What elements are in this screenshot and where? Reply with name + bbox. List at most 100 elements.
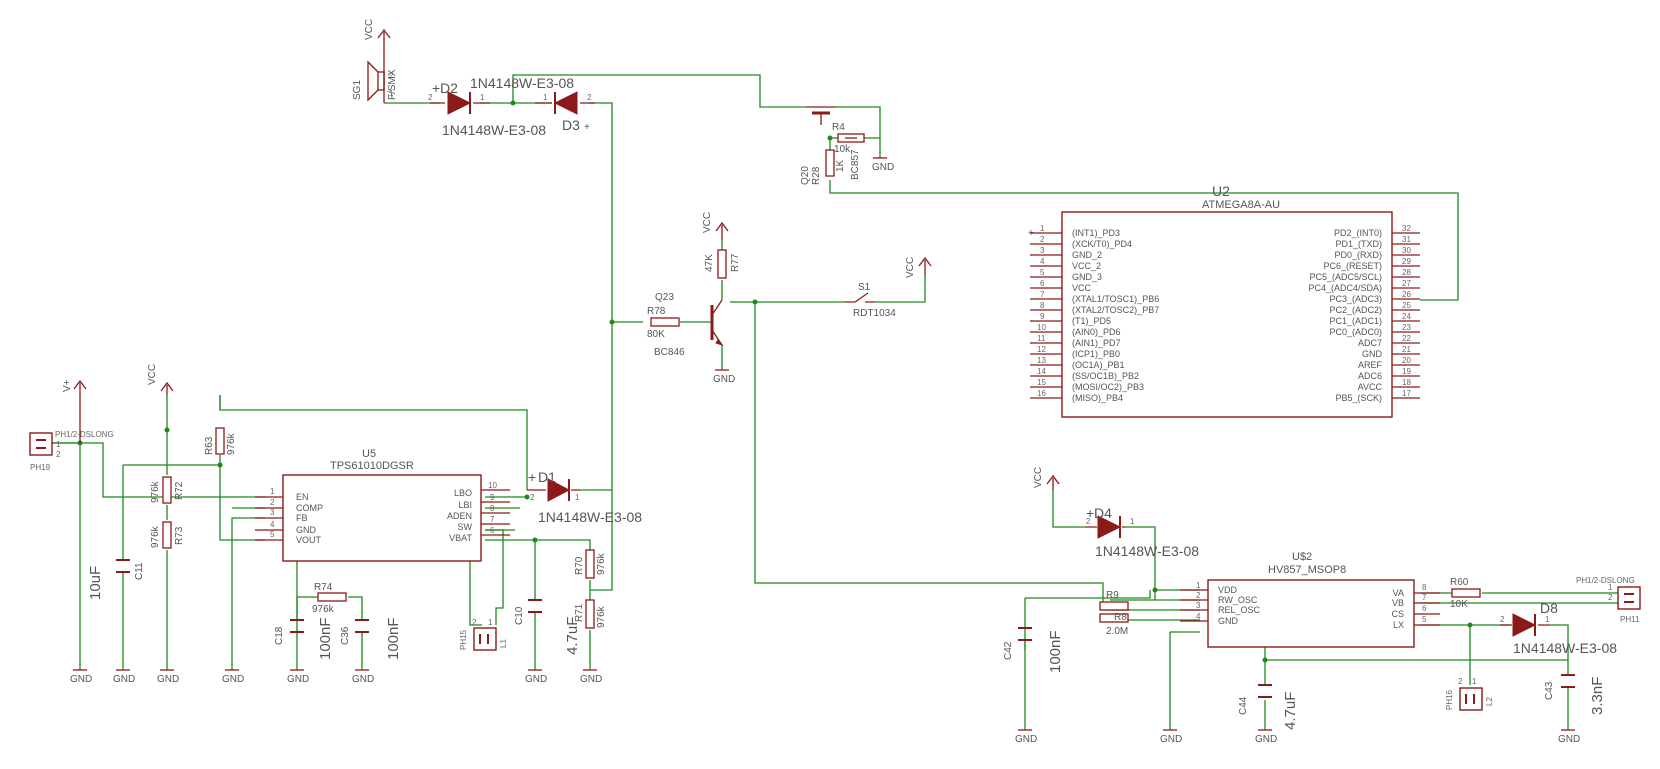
vcc-label-d4: VCC xyxy=(1033,467,1044,488)
resistor-r77: 47K R77 xyxy=(704,249,741,279)
svg-text:30: 30 xyxy=(1402,246,1411,255)
svg-text:FB: FB xyxy=(296,513,308,523)
svg-text:7: 7 xyxy=(1040,290,1045,299)
ic-us2: U$2 HV857_MSOP8 VDD RW_OSC REL_OSC GND V… xyxy=(1180,551,1440,648)
r70-value: 976k xyxy=(596,552,607,575)
svg-text:+: + xyxy=(584,122,590,133)
r78-value: 80K xyxy=(647,329,665,340)
svg-text:14: 14 xyxy=(1037,367,1046,376)
r74-value: 976k xyxy=(312,604,335,615)
wires xyxy=(50,74,1618,730)
svg-text:2: 2 xyxy=(56,450,61,459)
vcc-label-s1: VCC xyxy=(905,257,916,278)
r9-name: R9 xyxy=(1106,590,1119,601)
svg-text:5: 5 xyxy=(1422,615,1427,624)
d2-name: D2 xyxy=(440,80,458,96)
svg-text:11: 11 xyxy=(1037,334,1046,343)
svg-text:2: 2 xyxy=(1458,677,1463,686)
d3-name: D3 xyxy=(562,117,580,133)
resistor-r4: R4 10k xyxy=(832,122,865,155)
svg-text:28: 28 xyxy=(1402,268,1411,277)
r73-value: 976k xyxy=(150,525,161,548)
c36-name: C36 xyxy=(340,626,351,645)
svg-text:LBI: LBI xyxy=(458,500,472,510)
svg-text:ADC6: ADC6 xyxy=(1358,371,1382,381)
svg-text:27: 27 xyxy=(1402,279,1411,288)
svg-text:2: 2 xyxy=(389,71,394,80)
svg-text:RW_OSC: RW_OSC xyxy=(1218,595,1258,605)
svg-text:26: 26 xyxy=(1402,290,1411,299)
svg-text:+: + xyxy=(432,80,440,96)
svg-text:GND: GND xyxy=(113,674,135,685)
svg-text:(AIN1)_PD7: (AIN1)_PD7 xyxy=(1072,338,1121,348)
svg-text:VDD: VDD xyxy=(1218,585,1238,595)
svg-text:GND: GND xyxy=(1160,734,1182,745)
svg-text:LBO: LBO xyxy=(454,488,472,498)
svg-text:VCC: VCC xyxy=(1072,283,1092,293)
svg-text:(ICP1)_PB0: (ICP1)_PB0 xyxy=(1072,349,1120,359)
switch-s1: S1 RDT1034 xyxy=(845,282,896,319)
us2-left-pin-labels: VDD RW_OSC REL_OSC GND xyxy=(1218,585,1261,626)
svg-text:PD2_(INT0): PD2_(INT0) xyxy=(1334,228,1382,238)
svg-text:8: 8 xyxy=(490,504,495,513)
c10-name: C10 xyxy=(514,606,525,625)
gnd-symbols: GND GND GND GND GND GND GND GND GND GND … xyxy=(70,157,1580,745)
vcc-label-sg1: VCC xyxy=(364,19,375,40)
svg-text:3: 3 xyxy=(1040,246,1045,255)
svg-text:PC5_(ADC5/SCL): PC5_(ADC5/SCL) xyxy=(1309,272,1382,282)
svg-text:(MISO)_PB4: (MISO)_PB4 xyxy=(1072,393,1123,403)
svg-text:+: + xyxy=(1086,505,1094,521)
svg-text:25: 25 xyxy=(1402,301,1411,310)
c10-value: 4.7uF xyxy=(564,617,581,655)
svg-text:COMP: COMP xyxy=(296,503,323,513)
svg-text:GND: GND xyxy=(525,674,547,685)
svg-text:GND: GND xyxy=(157,674,179,685)
svg-text:PC2_(ADC2): PC2_(ADC2) xyxy=(1329,305,1382,315)
resistor-r72: 976k R72 xyxy=(150,476,185,504)
svg-text:GND: GND xyxy=(872,162,894,173)
r63-name: R63 xyxy=(204,436,215,455)
c44-value: 4.7uF xyxy=(1282,692,1299,730)
svg-text:PC1_(ADC1): PC1_(ADC1) xyxy=(1329,316,1382,326)
r63-value: 976k xyxy=(226,432,237,455)
power-symbols: VCC VCC VCC VCC V+ VCC GND GND GND GND G… xyxy=(62,19,1580,745)
c11-name: C11 xyxy=(134,562,145,580)
r28-name: R28 xyxy=(811,166,822,185)
svg-text:15: 15 xyxy=(1037,378,1046,387)
c44-name: C44 xyxy=(1238,696,1249,715)
l2-name: L2 xyxy=(1485,697,1494,706)
svg-text:GND_3: GND_3 xyxy=(1072,272,1102,282)
svg-text:4: 4 xyxy=(1196,612,1201,621)
r70-name: R70 xyxy=(574,556,585,575)
resistor-r74: R74 976k xyxy=(312,582,347,615)
svg-text:GND: GND xyxy=(580,674,602,685)
resistor-r60: R60 10K xyxy=(1450,577,1481,610)
svg-text:(SS/OC1B)_PB2: (SS/OC1B)_PB2 xyxy=(1072,371,1139,381)
diode-d3: 1N4148W-E3-08 D3 1 2 + xyxy=(470,75,595,133)
resistor-r63: R63 976k xyxy=(204,427,237,455)
junctions xyxy=(77,100,1473,663)
svg-text:(XTAL2/TOSC2)_PB7: (XTAL2/TOSC2)_PB7 xyxy=(1072,305,1159,315)
capacitor-c42: C42 100nF xyxy=(1003,627,1064,673)
l1-name: L1 xyxy=(499,639,508,648)
svg-text:+: + xyxy=(528,469,536,485)
svg-text:3: 3 xyxy=(1196,601,1201,610)
d3-value: 1N4148W-E3-08 xyxy=(470,75,574,91)
svg-text:CS: CS xyxy=(1391,609,1404,619)
ph16-name: PH16 xyxy=(1445,689,1454,710)
svg-text:19: 19 xyxy=(1402,367,1411,376)
svg-text:(T1)_PD5: (T1)_PD5 xyxy=(1072,316,1111,326)
svg-text:GND_2: GND_2 xyxy=(1072,250,1102,260)
ic-u5: U5 TPS61010DGSR EN COMP FB GND VOUT LBO … xyxy=(255,448,510,562)
svg-text:VCC_2: VCC_2 xyxy=(1072,261,1101,271)
svg-text:PC0_(ADC0): PC0_(ADC0) xyxy=(1329,327,1382,337)
us2-name: U$2 xyxy=(1292,551,1312,563)
c18-name: C18 xyxy=(274,626,285,645)
svg-text:3: 3 xyxy=(270,508,275,517)
svg-text:2: 2 xyxy=(428,93,433,102)
svg-text:GND: GND xyxy=(296,525,317,535)
svg-text:+: + xyxy=(1028,228,1034,239)
u5-value: TPS61010DGSR xyxy=(330,460,414,472)
